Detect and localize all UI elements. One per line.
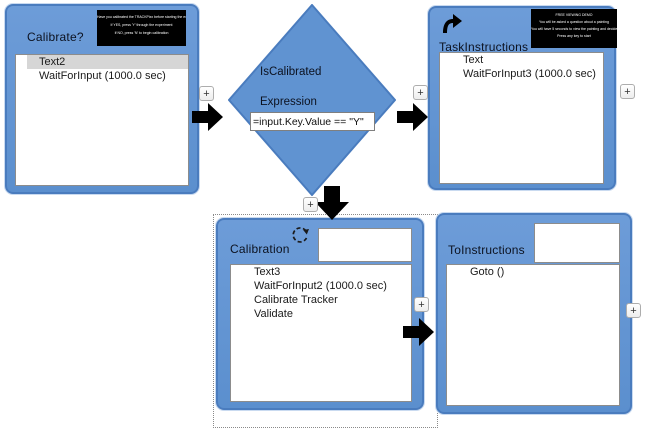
node-to-instructions-title: ToInstructions	[448, 243, 525, 257]
list-item[interactable]: Validate	[254, 308, 293, 320]
diamond-title: IsCalibrated	[260, 66, 322, 78]
tooltip-line: Have you calibrated the TRACKPixx before…	[97, 15, 186, 20]
task-instructions-tooltip: FREE VIEWING DEMO You will be asked a qu…	[531, 9, 617, 48]
node-to-instructions[interactable]: ToInstructions Goto ()	[436, 213, 632, 414]
add-node-button[interactable]: +	[626, 303, 641, 318]
flow-arrow-right-icon	[403, 318, 434, 346]
expression-input[interactable]	[250, 112, 375, 131]
calibration-header-field[interactable]	[318, 228, 412, 262]
decision-diamond[interactable]	[228, 4, 396, 196]
expression-label: Expression	[260, 96, 317, 108]
list-item[interactable]: Text2	[27, 55, 188, 69]
list-item[interactable]: WaitForInput (1000.0 sec)	[39, 70, 166, 82]
add-node-button[interactable]: +	[414, 297, 429, 312]
tooltip-line: You will be asked a question about a pai…	[539, 20, 609, 25]
add-node-button[interactable]: +	[413, 85, 428, 100]
refresh-loop-icon	[292, 227, 309, 243]
list-item[interactable]: WaitForInput2 (1000.0 sec)	[254, 280, 387, 292]
calibrate-action-list: Text2 WaitForInput (1000.0 sec)	[15, 54, 189, 186]
tooltip-line: If YES, press 'Y' through the experiment	[110, 23, 173, 28]
tooltip-line: Press any key to start	[557, 34, 591, 39]
tooltip-line: FREE VIEWING DEMO	[555, 13, 593, 18]
node-calibrate[interactable]: Calibrate? Text2 WaitForInput (1000.0 se…	[5, 4, 199, 194]
calibrate-tooltip: Have you calibrated the TRACKPixx before…	[97, 10, 186, 46]
add-node-button[interactable]: +	[199, 86, 214, 101]
tooltip-line: If NO, press 'N' to begin calibration	[114, 31, 169, 36]
add-node-button[interactable]: +	[303, 197, 318, 212]
list-item[interactable]: Text3	[254, 266, 281, 278]
list-item[interactable]: Text	[463, 54, 484, 66]
jump-arrow-icon	[443, 14, 462, 33]
flow-arrow-right-icon	[192, 103, 223, 131]
node-calibration-title: Calibration	[230, 242, 290, 256]
calibration-action-list: Text3 WaitForInput2 (1000.0 sec) Calibra…	[230, 264, 412, 402]
node-task-instructions-title: TaskInstructions	[439, 40, 529, 54]
list-item[interactable]: Goto ()	[470, 266, 505, 278]
to-instructions-header-field[interactable]	[534, 223, 620, 263]
tooltip-line: You will have 5 seconds to view the pain…	[531, 27, 617, 32]
node-calibration[interactable]: Calibration Text3 WaitForInput2 (1000.0 …	[216, 218, 424, 410]
flow-arrow-right-icon	[397, 103, 428, 131]
node-calibrate-title: Calibrate?	[27, 30, 84, 44]
task-action-list: Text WaitForInput3 (1000.0 sec)	[439, 52, 604, 184]
list-item[interactable]: Calibrate Tracker	[254, 294, 338, 306]
list-item[interactable]: WaitForInput3 (1000.0 sec)	[463, 68, 596, 80]
to-instructions-action-list: Goto ()	[446, 264, 620, 406]
flow-arrow-down-icon	[315, 186, 349, 220]
add-node-button[interactable]: +	[620, 84, 635, 99]
